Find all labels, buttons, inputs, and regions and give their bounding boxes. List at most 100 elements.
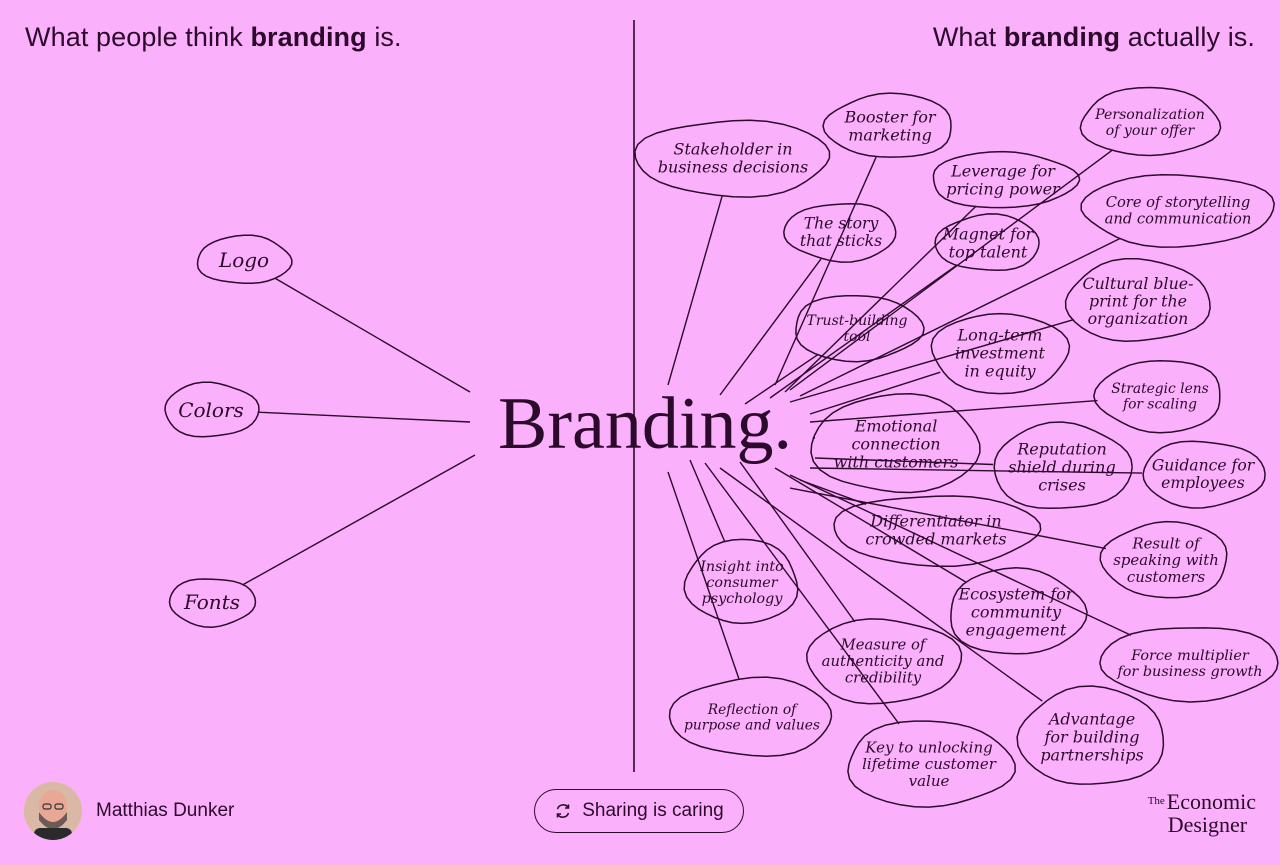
branding-role-label-line: Trust-building <box>807 313 908 329</box>
branding-role-label-line: Emotional <box>854 417 938 436</box>
branding-role-connector <box>809 399 1098 423</box>
branding-role-connector <box>667 471 740 679</box>
branding-role-label-line: crises <box>1038 476 1086 495</box>
branding-role-label-line: engagement <box>966 621 1067 640</box>
left-heading: What people think branding is. <box>25 22 402 52</box>
branding-role-outline <box>950 567 1088 655</box>
branding-role-outline <box>1099 627 1279 703</box>
branding-role-connector <box>774 467 967 584</box>
branding-role-label-line: and communication <box>1105 210 1252 227</box>
share-button[interactable]: Sharing is caring <box>534 789 744 833</box>
branding-role-label-line: Core of storytelling <box>1106 194 1251 211</box>
branding-role-connector <box>769 264 958 399</box>
branding-role-connector <box>799 237 1121 397</box>
misconception-connector <box>257 411 471 423</box>
branding-role-outline <box>668 676 833 757</box>
branding-role-connector <box>789 487 1107 550</box>
misconception-connector <box>274 277 471 393</box>
branding-role-outline <box>683 538 799 625</box>
branding-role-label-line: purpose and values <box>684 718 820 734</box>
branding-role-label-line: Advantage <box>1047 710 1135 729</box>
branding-role-label-line: speaking with <box>1113 551 1219 569</box>
branding-role-connector <box>719 258 822 396</box>
branding-role-label-line: shield during <box>1008 458 1115 477</box>
branding-role-connector <box>789 318 1075 403</box>
branding-role-outline <box>1142 440 1266 509</box>
misconception-outline <box>168 578 257 628</box>
misconception-label-line: Fonts <box>183 590 240 614</box>
branding-role-connector <box>774 156 877 386</box>
branding-role-label-line: that sticks <box>800 232 882 250</box>
refresh-icon <box>554 802 572 820</box>
branding-role-label-line: Guidance for <box>1152 457 1256 475</box>
branding-role-label-line: The story <box>804 215 879 233</box>
branding-role-label-line: business decisions <box>658 158 808 177</box>
branding-role-connector <box>789 149 1113 391</box>
branding-role-connector <box>809 371 941 415</box>
branding-role-label-line: Personalization <box>1094 107 1205 123</box>
misconception-bubble: Fonts <box>168 578 257 628</box>
branding-role-outline <box>932 150 1081 209</box>
branding-role-label-line: community <box>971 603 1062 622</box>
branding-role-outline <box>810 392 981 494</box>
branding-role-connector <box>704 462 900 725</box>
branding-role-outline <box>1064 257 1211 342</box>
right-heading: What branding actually is. <box>932 22 1255 52</box>
branding-role-label-line: pricing power <box>946 180 1061 199</box>
misconception-outline <box>164 381 260 438</box>
branding-role-label-line: Long-term <box>957 326 1043 345</box>
branding-role-label-line: marketing <box>848 126 932 145</box>
branding-role-connector <box>689 459 726 543</box>
share-label: Sharing is caring <box>582 800 724 821</box>
branding-role-label-line: connection <box>851 435 940 454</box>
branding-role-label-line: Insight into <box>699 559 784 575</box>
branding-role-label-line: partnerships <box>1040 746 1143 765</box>
branding-role-label-line: Stakeholder in <box>673 140 792 159</box>
economic-designer-logo: TheEconomic Designer <box>1147 789 1256 837</box>
misconception-label-line: Colors <box>178 398 244 422</box>
branding-role-label-line: Force multiplier <box>1130 648 1250 664</box>
branding-role-label-line: Leverage for <box>950 162 1056 181</box>
branding-role-label-line: lifetime customer <box>862 755 997 773</box>
branding-role-label-line: psychology <box>702 591 784 607</box>
branding-role-outline <box>1099 520 1228 599</box>
branding-role-outline <box>833 495 1042 568</box>
branding-role-label-line: with customers <box>834 453 959 472</box>
center-word: Branding. <box>498 383 792 465</box>
branding-role-connector <box>667 195 723 386</box>
branding-role-label-line: of your offer <box>1106 123 1196 139</box>
branding-role-connector <box>789 474 1132 636</box>
branding-role-outline <box>1080 173 1275 248</box>
branding-role-label-line: in equity <box>964 362 1036 381</box>
branding-role-outline <box>1079 86 1222 157</box>
branding-role-connector <box>739 461 856 623</box>
branding-role-outline <box>1093 360 1221 434</box>
misconception-connector <box>242 454 476 586</box>
branding-role-label-line: authenticity and <box>822 653 945 670</box>
branding-role-outline <box>806 618 963 705</box>
branding-role-label-line: for business growth <box>1116 664 1262 680</box>
branding-role-label-line: Strategic lens <box>1111 381 1208 397</box>
branding-role-label-line: crowded markets <box>865 530 1006 549</box>
branding-role-label-line: Result of <box>1131 535 1202 553</box>
branding-role-label-line: for scaling <box>1122 397 1197 413</box>
branding-role-label-line: value <box>909 772 950 790</box>
branding-role-outline <box>795 294 925 363</box>
branding-role-label-line: employees <box>1161 474 1245 492</box>
author-avatar <box>24 782 82 840</box>
